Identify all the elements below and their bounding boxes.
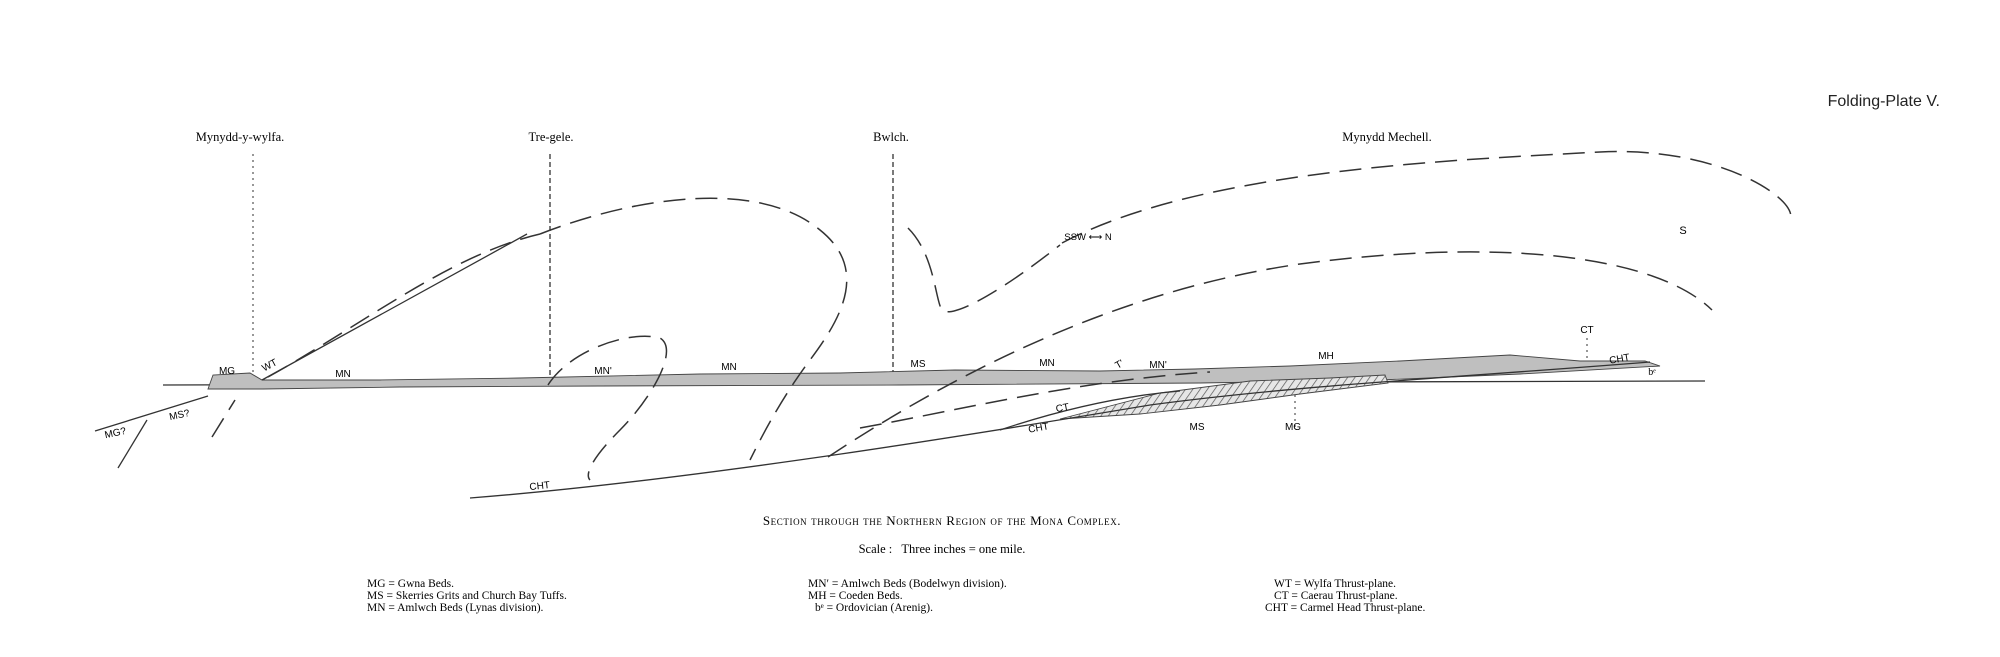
label-ms-top: MS — [911, 359, 926, 370]
carmel-head-thrust — [469, 361, 1651, 499]
label-mn-1: MN — [335, 369, 351, 380]
label-mn-3: MN — [1039, 358, 1055, 369]
scale-caption: Scale : Three inches = one mile. — [859, 542, 1026, 556]
locality-mynydd-mechell: Mynydd Mechell. — [1342, 130, 1432, 144]
direction-indicator: SSW ⟷ N — [1064, 232, 1112, 243]
legend-be: bᵉ = Ordovician (Arenig). — [815, 602, 933, 614]
left-fault-3 — [211, 399, 236, 438]
label-be: bᵉ — [1648, 367, 1656, 378]
label-mh: MH — [1318, 351, 1334, 362]
left-fault-1 — [94, 395, 209, 432]
surface-beds — [207, 354, 1661, 390]
fold-trace-lower-s — [859, 371, 1211, 429]
legend-wt: WT = Wylfa Thrust-plane. — [1274, 578, 1396, 590]
label-mn-prime-1: MN' — [594, 366, 612, 377]
label-cht-right: CHT — [1608, 352, 1630, 366]
label-s: S — [1679, 225, 1686, 237]
legend-ct: CT = Caerau Thrust-plane. — [1274, 590, 1398, 602]
label-mn-prime-2: MN' — [1149, 360, 1167, 371]
hatched-wedge — [1059, 374, 1389, 420]
label-ms-bottom: MS — [1190, 422, 1205, 433]
thrust-wt-dashed — [267, 233, 541, 378]
plate-label: Folding-Plate V. — [1828, 93, 1940, 110]
fold-trace-bwlch-hook — [907, 227, 1061, 313]
legend-mh: MH = Coeden Beds. — [808, 590, 903, 602]
label-t-mark: T' — [1114, 358, 1127, 372]
wylfa-thrust-line — [261, 233, 528, 381]
label-cht-bottom: CHT — [529, 480, 551, 493]
locality-tre-gele: Tre-gele. — [528, 130, 573, 144]
legend-mn-prime: MN′ = Amlwch Beds (Bodelwyn division). — [808, 578, 1007, 590]
fold-trace-upper — [1061, 150, 1792, 244]
label-mg-left: MG — [219, 366, 235, 377]
legend-mn: MN = Amlwch Beds (Lynas division). — [367, 602, 544, 614]
left-fault-2 — [117, 419, 148, 469]
fold-trace-tre-gele — [539, 197, 848, 461]
caerau-thrust — [999, 390, 1181, 431]
section-title: Section through the Northern Region of t… — [763, 513, 1121, 528]
fold-trace-small — [547, 335, 668, 481]
locality-bwlch: Bwlch. — [873, 130, 909, 144]
label-mg-query: MG? — [104, 426, 128, 441]
legend-mg: MG = Gwna Beds. — [367, 578, 454, 590]
label-ct-top: CT — [1580, 325, 1593, 336]
label-cht-mid: CHT — [1027, 421, 1049, 435]
label-ct-mid: CT — [1055, 402, 1070, 415]
fold-trace-middle — [827, 251, 1713, 458]
label-mn-2: MN — [721, 362, 737, 373]
legend-ms: MS = Skerries Grits and Church Bay Tuffs… — [367, 590, 567, 602]
legend-cht: CHT = Carmel Head Thrust-plane. — [1265, 602, 1425, 614]
label-ms-query: MS? — [168, 408, 191, 423]
locality-mynydd-y-wylfa: Mynydd-y-wylfa. — [196, 130, 285, 144]
label-mg-bottom: MG — [1285, 422, 1301, 433]
